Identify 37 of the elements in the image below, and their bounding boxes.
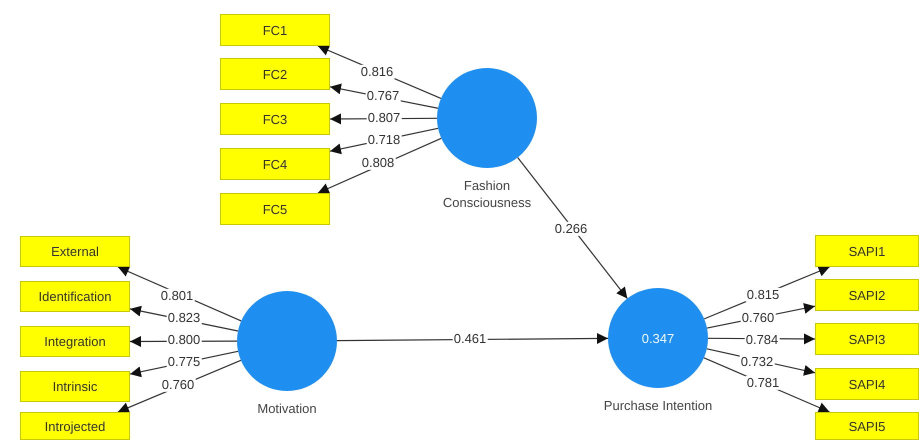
edge-label: 0.808	[360, 156, 396, 170]
indicator-box: FC2	[220, 58, 330, 90]
edge-label: 0.266	[554, 222, 588, 236]
construct-name: Purchase Intention	[602, 398, 714, 415]
indicator-box: External	[20, 236, 130, 267]
edge-label: 0.816	[360, 64, 394, 80]
edge-label: 0.801	[160, 288, 194, 304]
indicator-box: FC5	[220, 193, 330, 225]
edge-label: 0.784	[744, 332, 780, 348]
edge-label: 0.823	[166, 310, 202, 326]
indicator-box: SAPI1	[815, 235, 919, 267]
construct-name: Fashion Consciousness	[442, 178, 532, 212]
edge-label: 0.760	[740, 310, 776, 326]
indicator-box: FC3	[220, 103, 330, 135]
edge-label: 0.760	[160, 378, 196, 392]
indicator-box: Intrinsic	[20, 371, 130, 402]
indicator-box: FC1	[220, 14, 330, 46]
indicator-box: Introjected	[20, 412, 130, 440]
indicator-box: SAPI2	[815, 279, 919, 311]
indicator-box: FC4	[220, 148, 330, 180]
edge-label: 0.781	[746, 376, 780, 390]
edge-label: 0.718	[366, 132, 402, 148]
edge-label: 0.767	[366, 88, 400, 104]
construct-name: Motivation	[256, 401, 318, 418]
r-squared-value: 0.347	[642, 330, 674, 346]
edge-label: 0.800	[166, 332, 202, 348]
edge-label: 0.815	[746, 288, 780, 302]
edge-label: 0.775	[166, 354, 202, 370]
indicator-box: SAPI4	[815, 368, 919, 400]
indicator-box: SAPI5	[815, 412, 919, 440]
arrow	[517, 157, 628, 299]
indicator-box: SAPI3	[815, 323, 919, 355]
indicator-box: Identification	[20, 281, 130, 312]
edge-label: 0.461	[452, 332, 488, 346]
indicator-box: Integration	[20, 326, 130, 357]
edge-label: 0.732	[740, 354, 774, 370]
edge-label: 0.807	[366, 110, 402, 126]
